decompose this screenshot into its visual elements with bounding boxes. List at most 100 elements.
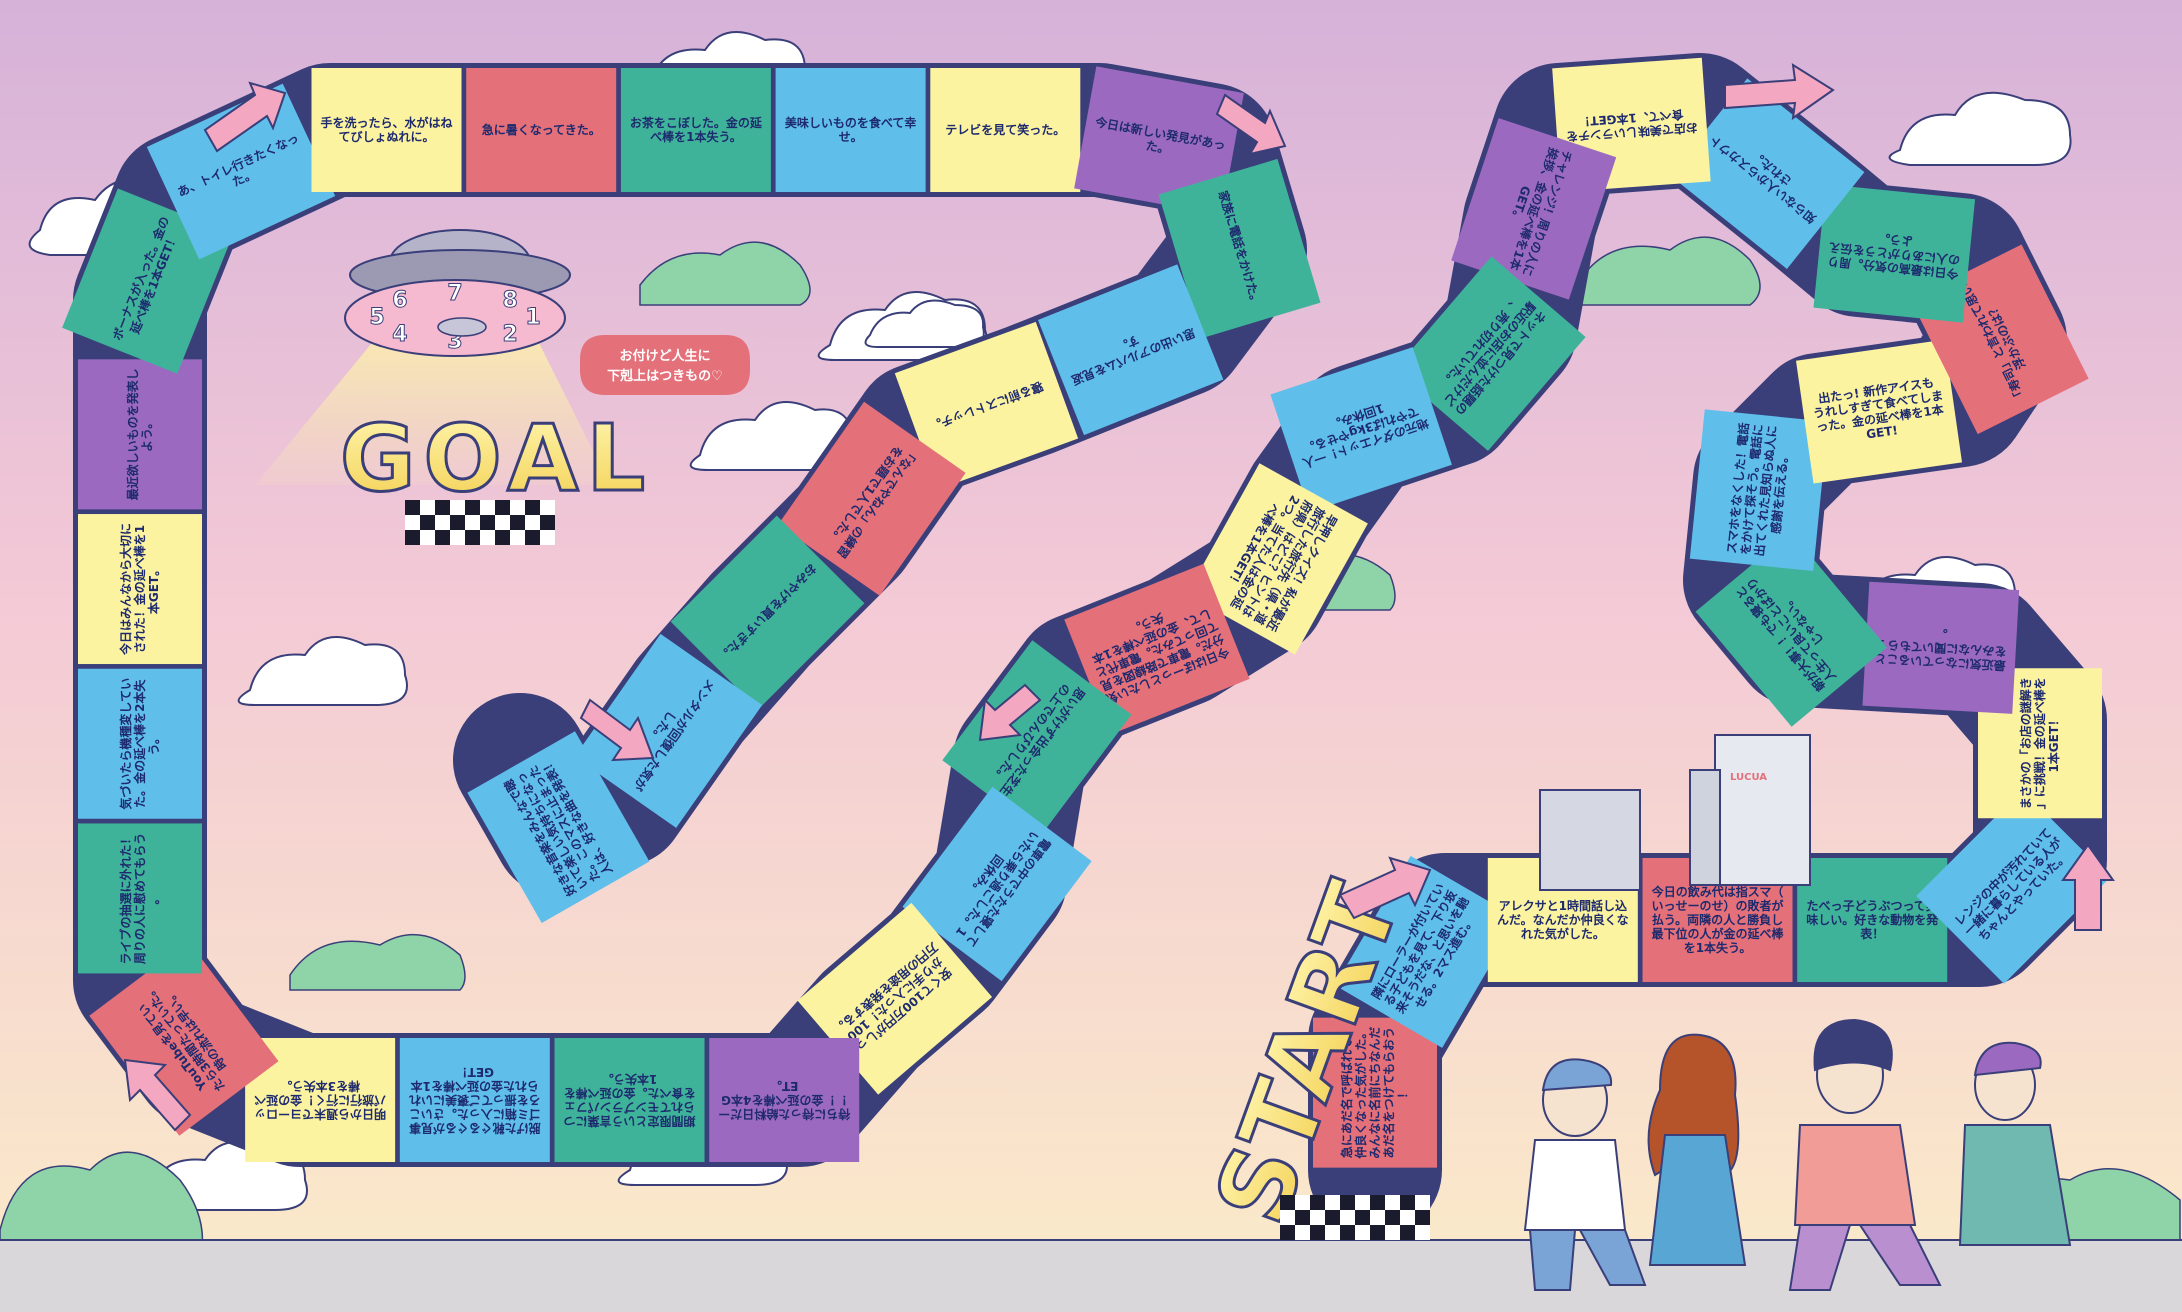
character-body: [1648, 1134, 1747, 1266]
board-square: 家族に電話をかけた。: [1158, 158, 1321, 339]
checker-tile: [1310, 1195, 1325, 1210]
spinner-number: 7: [447, 281, 462, 306]
board-square: 手を洗ったら、水がはねてびしょぬれに。: [311, 68, 462, 192]
character-dress: [1647, 1033, 1747, 1266]
square-text: 期間限定という言葉につられてモンブランパフェを食べた。金の延べ棒を1本失う。: [564, 1072, 696, 1129]
square-fill: [1451, 118, 1617, 300]
board-square: 今日は最高の気分。周りの人にありがとうを伝えよう。: [1813, 184, 1976, 323]
board-square: 急に暑くなってきた。: [466, 68, 617, 192]
ufo-beam: [255, 315, 610, 485]
square-fill: [1797, 858, 1948, 982]
square-fill: [902, 786, 1092, 982]
character-budou: [1788, 1018, 1942, 1291]
square-fill: [554, 1038, 705, 1162]
character-legs: [1528, 1229, 1647, 1291]
square-text: 待ちに待った給料日だー！！金の延べ棒を4本GET。: [718, 1079, 850, 1122]
checker-tile: [435, 530, 450, 545]
spinner-number: 5: [369, 305, 384, 330]
square-fill: [78, 514, 202, 665]
cloud: [689, 401, 856, 471]
square-fill: [1695, 532, 1887, 727]
square-fill: [146, 83, 336, 260]
checker-tile: [1280, 1210, 1295, 1225]
board-square: 出たっ! 新作アイスもうれしすぎて食べてしまった。金の延べ棒を1本GET!: [1796, 339, 1963, 484]
checker-tile: [1370, 1210, 1385, 1225]
bush: [639, 241, 811, 306]
square-text: テレビを見て笑った。: [945, 122, 1065, 137]
square-fill: [78, 668, 202, 819]
square-fill: [1037, 264, 1224, 436]
square-fill: [778, 401, 966, 596]
checker-tile: [540, 530, 555, 545]
spinner-number: 8: [502, 288, 517, 313]
square-text: 脱げた靴ぐるぐるが見事ゴミ箱に入った。さいころを振ってご褒美にいれられた金の延べ…: [409, 1065, 541, 1136]
checker-tile: [1325, 1225, 1340, 1240]
cloud: [864, 299, 985, 348]
board-square: 朝が大事！！でも寝ると人生って良いことばかりじゃない。: [1695, 532, 1887, 727]
square-text: 今日はみんなから大切にされた！金の延べ棒を1本GET。: [118, 523, 161, 656]
character-purple-cap: [1958, 1041, 2072, 1246]
board-square: チャレンジ！周りの人に挨拶、金の延べ棒を1本GET。: [1451, 118, 1617, 300]
checker-tile: [1400, 1195, 1415, 1210]
building-annex: [1689, 769, 1721, 886]
character-cap: [1973, 1041, 2042, 1077]
board-square: 地元のダイエット！一人でやれば3kgやせる。1回休み。: [1270, 347, 1452, 513]
board-square: たべっ子どうぶつって美味しい。好きな動物を発表！: [1797, 858, 1948, 982]
square-fill: [1916, 789, 2111, 984]
board-square: 脱げた靴ぐるぐるが見事ゴミ箱に入った。さいころを振ってご褒美にいれられた金の延べ…: [399, 1038, 550, 1162]
arrow-icon: [203, 81, 287, 153]
board-square: 隣にローラーが付いている子どもを見て、下り坂来そうだな、と思いを馳せる。2マス進…: [1335, 855, 1518, 1048]
checker-tile: [1370, 1225, 1385, 1240]
checker-tile: [1280, 1195, 1295, 1210]
checker-tile: [480, 500, 495, 515]
character-cat-shirt: [1523, 1058, 1647, 1291]
checker-tile: [495, 530, 510, 545]
square-fill: [1158, 158, 1321, 339]
bubble-line-2: 下剋上はつきもの♡: [607, 368, 723, 384]
board-square: あ、トイレ行きたくなった。: [146, 83, 336, 260]
checker-tile: [1340, 1210, 1355, 1225]
checker-tile: [1295, 1210, 1310, 1225]
spinner-number: 4: [392, 322, 407, 347]
checker-tile: [540, 500, 555, 515]
board-square: 今日は新しい発見があった。: [1074, 66, 1244, 216]
checker-tile: [495, 515, 510, 530]
character-body: [1793, 1124, 1917, 1226]
spinner-number: 1: [525, 305, 540, 330]
square-fill: [1313, 1017, 1437, 1168]
board-square: 寝る前にストレッチ。: [894, 321, 1079, 490]
checker-tile: [450, 500, 465, 515]
checker-tile: [525, 500, 540, 515]
spinner-number: 6: [392, 288, 407, 313]
square-fill: [942, 640, 1132, 835]
checker-tile: [1385, 1195, 1400, 1210]
square-text: 明日から週末でヨーロッパ旅行に行く！金の延べ棒を3本失う。: [254, 1079, 386, 1122]
checker-tile: [405, 500, 420, 515]
checker-tile: [435, 515, 450, 530]
checker-tile: [465, 515, 480, 530]
checker-tile: [1325, 1210, 1340, 1225]
square-fill: [466, 68, 617, 192]
board-square: 知らない人からスカウトされた。: [1669, 78, 1865, 269]
square-fill: [1393, 256, 1586, 451]
checker-tile: [1355, 1210, 1370, 1225]
square-fill: [620, 68, 771, 192]
square-fill: [670, 515, 865, 710]
square-fill: [574, 633, 763, 828]
cloud: [1888, 91, 2072, 166]
checker-tile: [1325, 1195, 1340, 1210]
checker-tile: [1400, 1210, 1415, 1225]
start-flag: [1280, 1195, 1430, 1240]
bush: [289, 933, 466, 991]
board-square: 美味しいものを食べて幸せ。: [775, 68, 926, 192]
square-text: 今日の飲み代は指スマ（いっせーのせ）の敗者が払う。両隣の人と勝負し最下位の人が金…: [1651, 884, 1785, 955]
checker-tile: [420, 530, 435, 545]
character-hair: [1813, 1018, 1893, 1072]
arrow-icon: [1724, 63, 1835, 121]
square-fill: [1270, 347, 1452, 513]
checker-tile: [510, 515, 525, 530]
square-text: たべっ子どうぶつって美味しい。好きな動物を発表！: [1806, 898, 1939, 941]
character-body: [1958, 1124, 2072, 1246]
square-text: 急にあだ名で呼ばれて、仲良くなった気がした。みんなに名前にちなんだあだ名をつけて…: [1339, 1027, 1410, 1159]
